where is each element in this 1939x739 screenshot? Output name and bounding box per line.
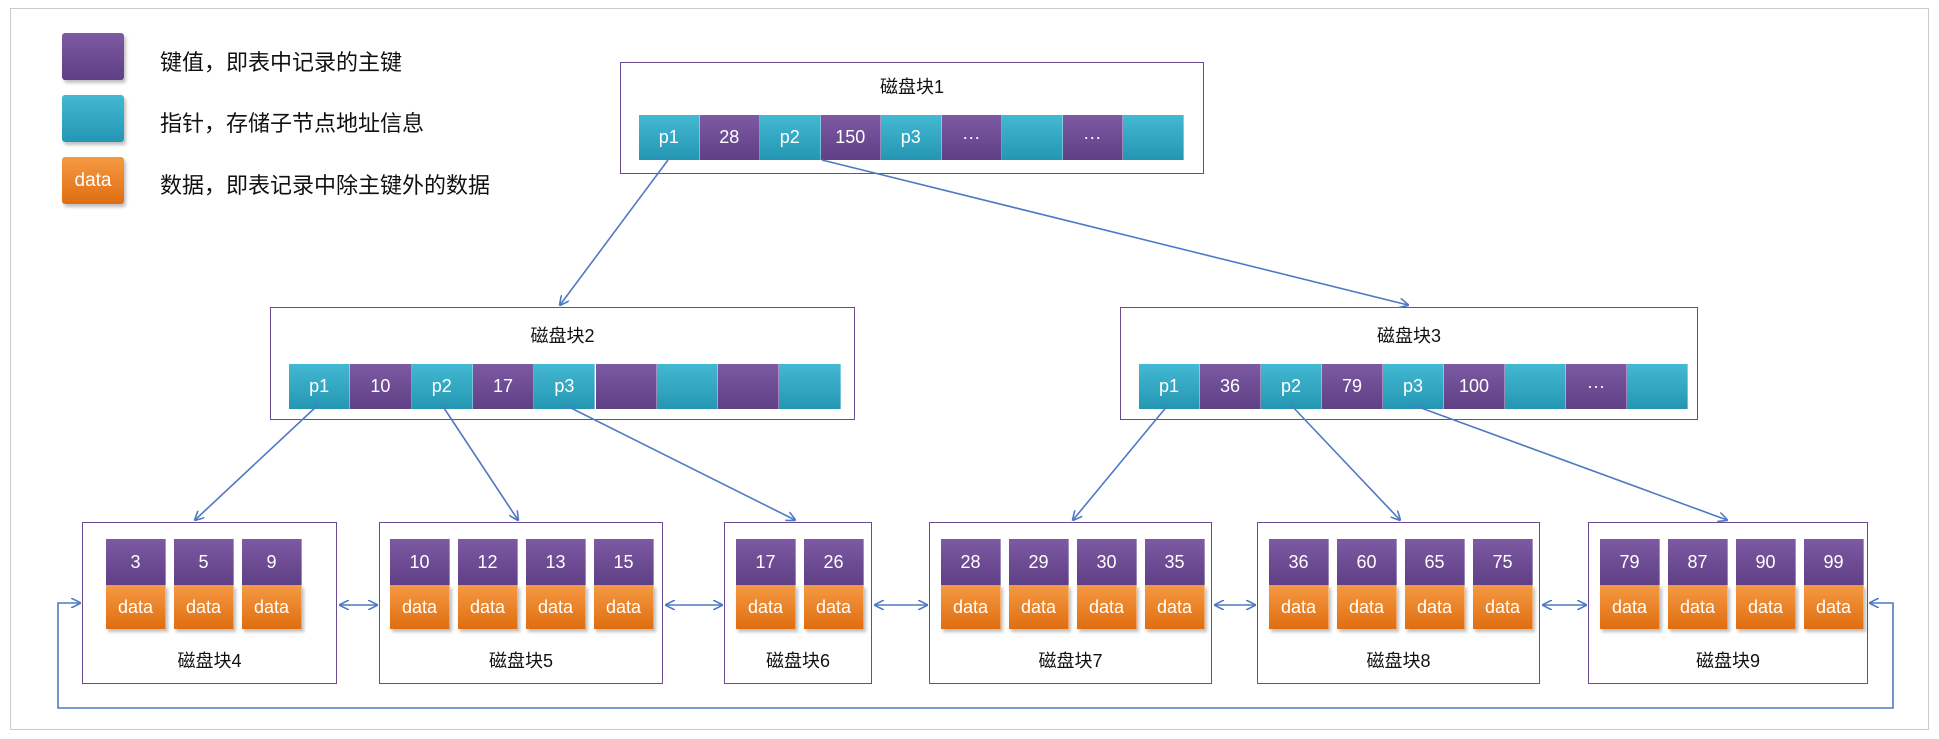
key-cell: [595, 364, 657, 409]
key-cell: ···: [1566, 364, 1627, 409]
pointer-cell: [1002, 115, 1063, 160]
block-title: 磁盘块3: [1376, 326, 1441, 346]
legend-key-swatch: [62, 33, 124, 80]
key-cell: 17: [472, 364, 535, 409]
key-cell: 65: [1405, 539, 1465, 585]
key-cell: 60: [1337, 539, 1397, 585]
key-cell: ···: [1062, 115, 1123, 160]
key-cell: 36: [1269, 539, 1329, 585]
key-cell: 13: [526, 539, 586, 585]
key-cell: 29: [1009, 539, 1069, 585]
block-title: 磁盘块1: [879, 77, 944, 97]
key-cell: 9: [242, 539, 302, 585]
key-cell: 15: [594, 539, 654, 585]
legend-key-text: 键值，即表中记录的主键: [160, 50, 403, 75]
key-cell: 5: [174, 539, 234, 585]
key-cell: 90: [1736, 539, 1796, 585]
arrow-block3-to-block9: [1412, 404, 1727, 520]
block-title: 磁盘块9: [1695, 651, 1760, 671]
key-cell: 30: [1077, 539, 1137, 585]
key-cell: 87: [1668, 539, 1728, 585]
block-title: 磁盘块4: [177, 651, 242, 671]
key-cell: 35: [1145, 539, 1205, 585]
link-block9-block4-loop: [57, 603, 1894, 709]
block-title: 磁盘块5: [488, 651, 553, 671]
key-cell: 28: [941, 539, 1001, 585]
pointer-cell: p2: [411, 364, 473, 409]
legend-pointer-text: 指针，存储子节点地址信息: [160, 111, 425, 136]
key-cell: 17: [736, 539, 796, 585]
pointer-cell: [1505, 364, 1566, 409]
pointer-cell: p1: [639, 115, 700, 160]
key-cell: 26: [804, 539, 864, 585]
key-cell: 79: [1322, 364, 1383, 409]
pointer-cell: p3: [881, 115, 942, 160]
key-cell: 12: [458, 539, 518, 585]
arrow-block3-to-block7: [1073, 404, 1169, 520]
key-cell: 36: [1200, 364, 1261, 409]
arrow-root-to-block2: [560, 159, 669, 305]
pointer-cell: p1: [1139, 364, 1200, 409]
pointer-cell: p3: [534, 364, 596, 409]
key-cell: 10: [390, 539, 450, 585]
arrow-block2-to-block6: [564, 404, 795, 520]
block-title: 磁盘块6: [765, 651, 830, 671]
arrow-block2-to-block4: [195, 404, 319, 520]
block-title: 磁盘块8: [1366, 651, 1431, 671]
key-cell: 100: [1444, 364, 1505, 409]
pointer-cell: [656, 364, 719, 409]
key-cell: ···: [941, 115, 1002, 160]
key-cell: 75: [1473, 539, 1533, 585]
arrow-block3-to-block8: [1290, 404, 1400, 520]
legend-data-swatch: data: [62, 157, 124, 204]
legend-pointer-swatch: [62, 95, 124, 142]
arrow-block2-to-block5: [441, 404, 518, 520]
diagram-frame: [10, 8, 1929, 730]
legend-data-text: 数据，即表记录中除主键外的数据: [160, 173, 491, 198]
block-title: 磁盘块7: [1038, 651, 1103, 671]
pointer-cell: [779, 364, 841, 409]
key-cell: 10: [350, 364, 412, 409]
key-cell: 28: [699, 115, 760, 160]
key-cell: 99: [1804, 539, 1864, 585]
pointer-cell: p3: [1383, 364, 1444, 409]
block-title: 磁盘块2: [530, 326, 595, 346]
pointer-cell: p1: [289, 364, 351, 409]
key-cell: 3: [106, 539, 166, 585]
pointer-cell: [1123, 115, 1184, 160]
key-cell: [718, 364, 780, 409]
arrow-root-to-block3: [821, 159, 1408, 305]
key-cell: 150: [820, 115, 881, 160]
key-cell: 79: [1600, 539, 1660, 585]
pointer-cell: p2: [760, 115, 821, 160]
pointer-cell: p2: [1261, 364, 1322, 409]
pointer-cell: [1627, 364, 1688, 409]
